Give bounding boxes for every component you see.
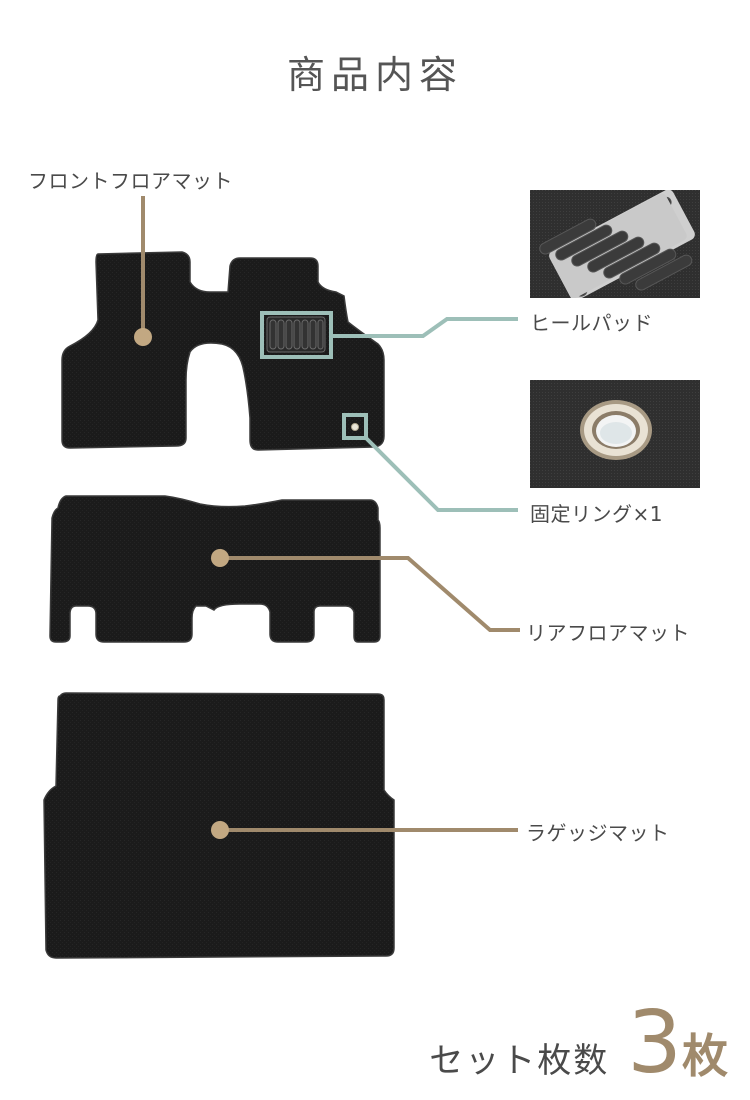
fixing-ring-callout [342, 413, 518, 512]
luggage-mat-label: ラゲッジマット [526, 821, 670, 845]
heel-pad-label: ヒールパッド [530, 311, 653, 335]
set-count-label: セット枚数 [429, 1041, 610, 1081]
front-mat-label: フロントフロアマット [28, 169, 233, 193]
luggage-mat-callout [211, 821, 518, 839]
rear-floor-mat-image [49, 495, 381, 643]
heel-pad-icon [530, 190, 700, 298]
heel-pad-photo [530, 190, 700, 298]
fixing-ring-photo [530, 380, 700, 488]
page-title: 商品内容 [286, 53, 463, 97]
front-mat-callout [134, 196, 152, 346]
heel-pad-callout [260, 311, 518, 359]
front-floor-mat-image [61, 251, 385, 451]
rear-mat-callout [211, 549, 520, 632]
set-count-number: 3 [627, 993, 682, 1093]
fixing-ring-label: 固定リング×1 [530, 502, 663, 526]
ring-grommet-icon [530, 380, 700, 488]
set-count-unit: 枚 [682, 1029, 728, 1083]
rear-mat-label: リアフロアマット [526, 621, 690, 645]
